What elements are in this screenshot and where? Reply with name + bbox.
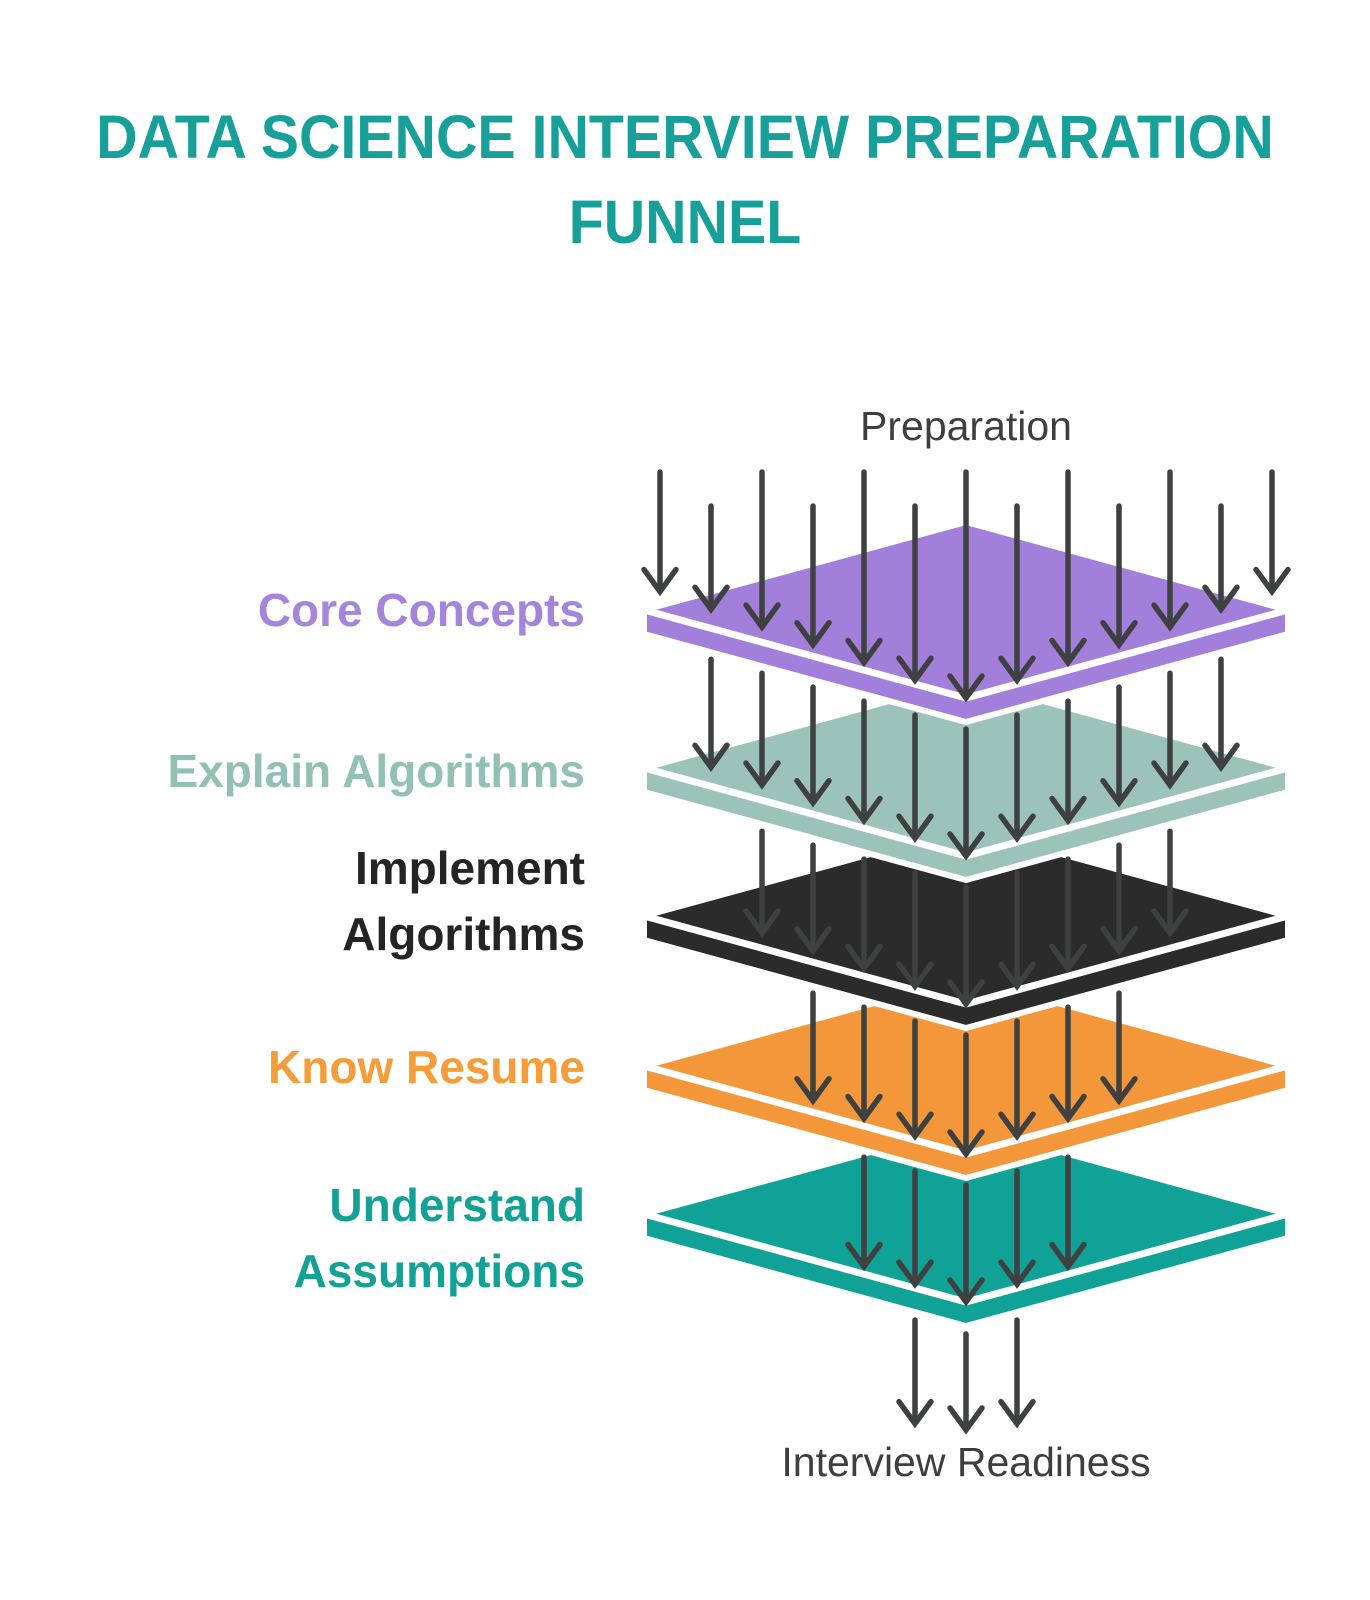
down-arrow-icon	[896, 1018, 934, 1141]
funnel-output-label: Interview Readiness	[781, 1439, 1151, 1485]
down-arrow-icon	[692, 503, 730, 614]
down-arrow-icon	[896, 870, 934, 991]
down-arrow-icon	[845, 1154, 883, 1272]
arrow-set-4	[845, 1154, 1087, 1307]
down-arrow-icon	[1049, 1154, 1087, 1272]
arrow-set-2	[743, 828, 1189, 1009]
down-arrow-icon	[1202, 503, 1240, 614]
down-arrow-icon	[896, 1168, 934, 1289]
arrow-set-3	[794, 990, 1138, 1159]
down-arrow-icon	[1100, 503, 1138, 650]
layer-label-core-concepts: Core Concepts	[257, 584, 585, 636]
down-arrow-icon	[1202, 656, 1240, 772]
page-title: DATA SCIENCE INTERVIEW PREPARATION FUNNE…	[96, 103, 1274, 256]
down-arrow-icon	[947, 469, 985, 703]
down-arrow-icon	[1151, 670, 1189, 790]
down-arrow-icon	[794, 842, 832, 956]
down-arrow-icon	[1100, 684, 1138, 808]
funnel-input-label: Preparation	[860, 403, 1072, 449]
down-arrow-icon	[1049, 469, 1087, 668]
layer-label-implement-algorithms: Implement Algorithms	[342, 842, 585, 960]
down-arrow-icon	[896, 1317, 934, 1429]
down-arrow-icon	[1253, 469, 1291, 597]
down-arrow-icon	[845, 469, 883, 668]
down-arrow-icon	[947, 1182, 985, 1307]
arrow-set-0	[641, 469, 1291, 703]
down-arrow-icon	[998, 870, 1036, 991]
down-arrow-icon	[743, 828, 781, 938]
down-arrow-icon	[845, 1004, 883, 1124]
down-arrow-icon	[998, 1168, 1036, 1289]
down-arrow-icon	[794, 503, 832, 650]
down-arrow-icon	[794, 684, 832, 808]
down-arrow-icon	[896, 712, 934, 843]
down-arrow-icon	[692, 656, 730, 772]
down-arrow-icon	[1100, 990, 1138, 1106]
down-arrow-icon	[947, 726, 985, 861]
down-arrow-icon	[1049, 698, 1087, 826]
down-arrow-icon	[998, 503, 1036, 685]
layer-label-understand-assumptions: Understand Assumptions	[293, 1179, 585, 1297]
down-arrow-icon	[1049, 856, 1087, 974]
down-arrow-icon	[1100, 842, 1138, 956]
down-arrow-icon	[641, 469, 679, 597]
down-arrow-icon	[947, 1032, 985, 1159]
layer-label-know-resume: Know Resume	[268, 1041, 585, 1093]
down-arrow-icon	[998, 1317, 1036, 1429]
down-arrow-icon	[947, 1331, 985, 1435]
down-arrow-icon	[845, 698, 883, 826]
down-arrow-icon	[1151, 828, 1189, 938]
arrow-set-1	[692, 656, 1240, 861]
down-arrow-icon	[1049, 1004, 1087, 1124]
down-arrow-icon	[794, 990, 832, 1106]
down-arrow-icon	[998, 712, 1036, 843]
down-arrow-icon	[947, 884, 985, 1009]
down-arrow-icon	[743, 670, 781, 790]
arrow-set-5	[896, 1317, 1036, 1435]
down-arrow-icon	[845, 856, 883, 974]
down-arrow-icon	[998, 1018, 1036, 1141]
down-arrow-icon	[1151, 469, 1189, 632]
down-arrow-icon	[896, 503, 934, 685]
layer-label-explain-algorithms: Explain Algorithms	[167, 745, 585, 797]
down-arrow-icon	[743, 469, 781, 632]
